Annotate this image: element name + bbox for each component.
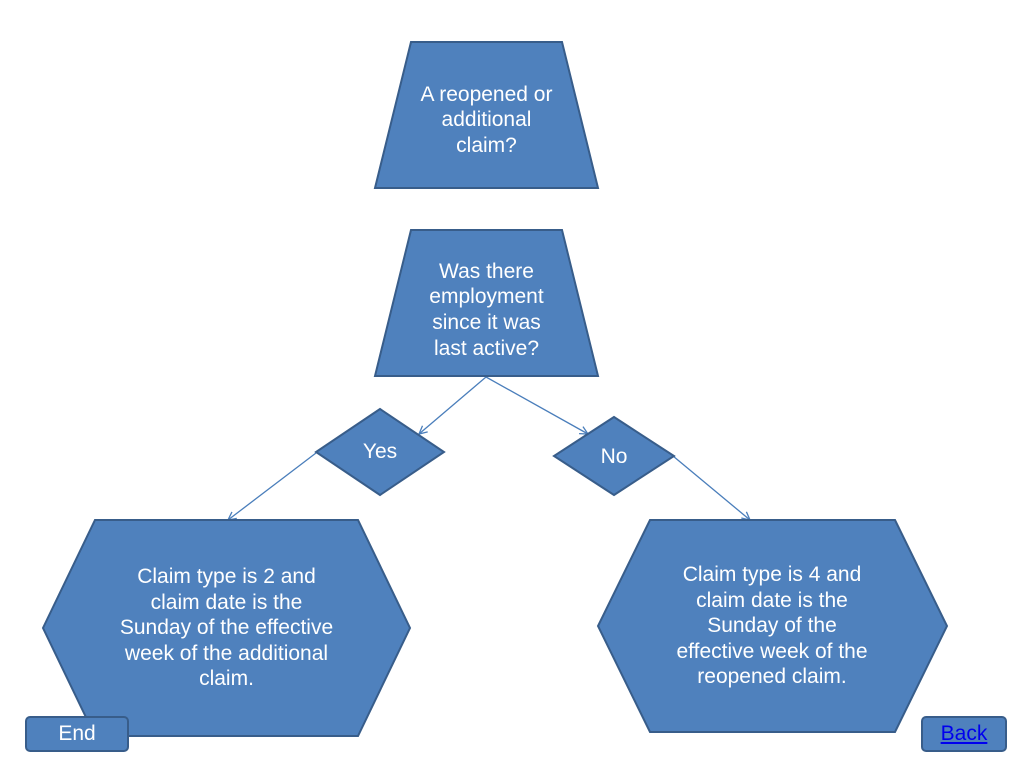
connector-q2-to-yes [419, 376, 487, 434]
claim-type-2-result-shape [41, 519, 412, 737]
end-button-label: End [58, 722, 96, 745]
reopened-claim-question-shape [373, 41, 600, 189]
yes-decision-shape [314, 407, 446, 497]
connector-no-to-result [672, 455, 750, 520]
back-button[interactable]: Back [921, 716, 1007, 752]
no-decision-shape [552, 415, 676, 497]
connector-q2-to-no [485, 376, 588, 434]
back-link[interactable]: Back [940, 722, 988, 745]
end-button[interactable]: End [25, 716, 129, 752]
employment-question-shape [373, 229, 600, 377]
connector-yes-to-result [228, 452, 317, 520]
claim-type-4-result-shape [596, 519, 949, 733]
